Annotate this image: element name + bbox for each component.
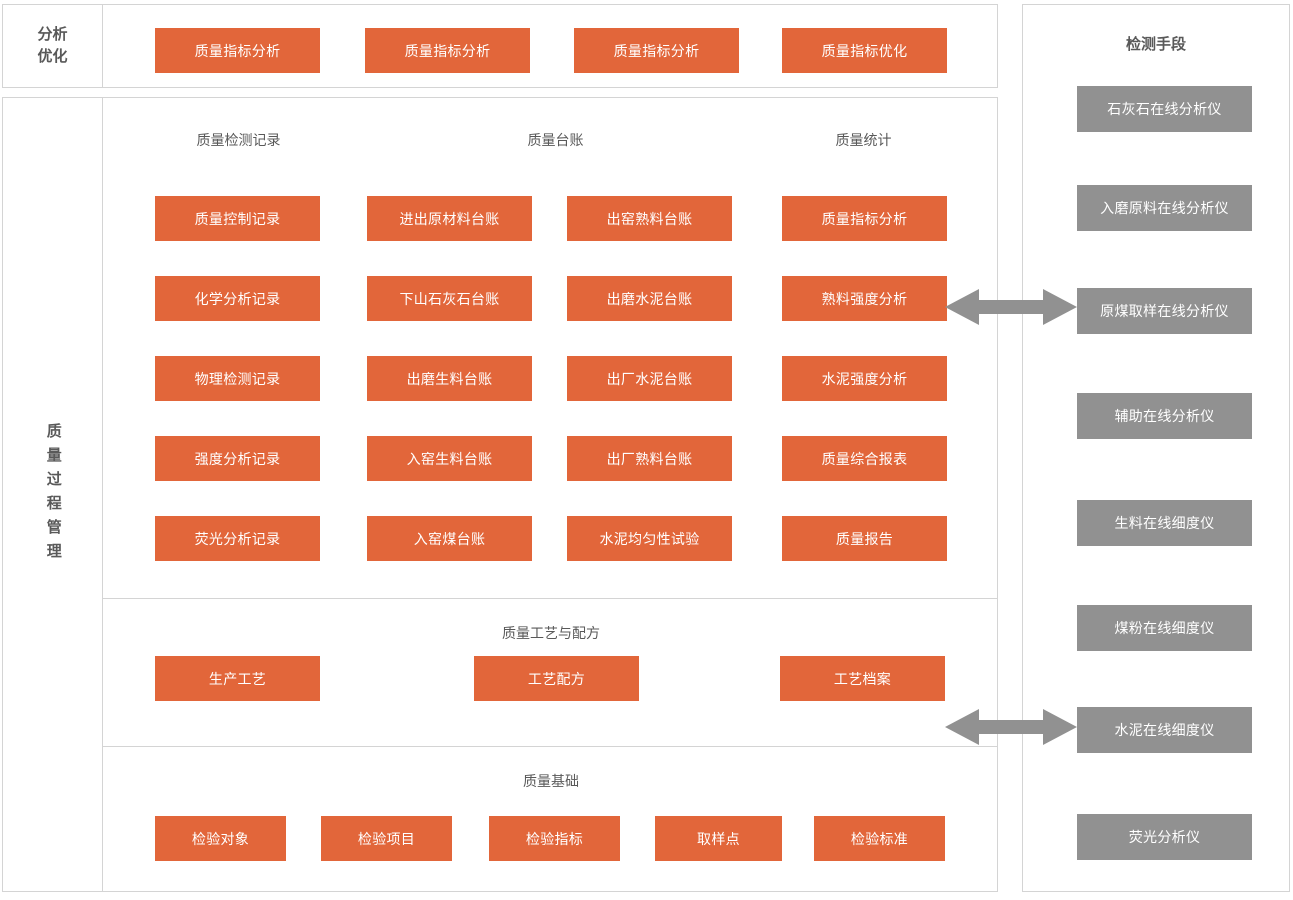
ledger2-box-3[interactable]: 出厂水泥台账 — [567, 356, 732, 401]
analysis-label-line1: 分析 — [37, 26, 68, 44]
detection-box-4[interactable]: 辅助在线分析仪 — [1077, 393, 1252, 439]
foundation-box-5[interactable]: 检验标准 — [814, 816, 945, 861]
detection-box-8[interactable]: 荧光分析仪 — [1077, 814, 1252, 860]
column-title-inspection-records: 质量检测记录 — [196, 132, 281, 148]
foundation-box-3[interactable]: 检验指标 — [489, 816, 620, 861]
divider-process — [103, 598, 997, 599]
stat-box-2[interactable]: 熟料强度分析 — [782, 276, 947, 321]
detection-box-2[interactable]: 入磨原料在线分析仪 — [1077, 185, 1252, 231]
detection-means-panel: 检测手段 石灰石在线分析仪 入磨原料在线分析仪 原煤取样在线分析仪 辅助在线分析… — [1022, 4, 1290, 892]
detection-box-3[interactable]: 原煤取样在线分析仪 — [1077, 288, 1252, 334]
ledger-box-1[interactable]: 进出原材料台账 — [367, 196, 532, 241]
column-title-statistics: 质量统计 — [835, 132, 892, 148]
column-title-ledger: 质量台账 — [527, 132, 584, 148]
detection-box-1[interactable]: 石灰石在线分析仪 — [1077, 86, 1252, 132]
ledger2-box-4[interactable]: 出厂熟料台账 — [567, 436, 732, 481]
record-box-5[interactable]: 荧光分析记录 — [155, 516, 320, 561]
analysis-optimization-label: 分析 优化 — [3, 5, 103, 87]
detection-box-6[interactable]: 煤粉在线细度仪 — [1077, 605, 1252, 651]
section-title-foundation: 质量基础 — [523, 773, 579, 789]
divider-foundation — [103, 746, 997, 747]
stat-box-4[interactable]: 质量综合报表 — [782, 436, 947, 481]
ledger2-box-2[interactable]: 出磨水泥台账 — [567, 276, 732, 321]
foundation-box-1[interactable]: 检验对象 — [155, 816, 286, 861]
foundation-box-4[interactable]: 取样点 — [655, 816, 782, 861]
process-box-2[interactable]: 工艺配方 — [474, 656, 639, 701]
record-box-4[interactable]: 强度分析记录 — [155, 436, 320, 481]
upper-bidirectional-arrow-icon — [945, 289, 1077, 325]
record-box-1[interactable]: 质量控制记录 — [155, 196, 320, 241]
process-box-3[interactable]: 工艺档案 — [780, 656, 945, 701]
detection-box-5[interactable]: 生料在线细度仪 — [1077, 500, 1252, 546]
ledger2-box-5[interactable]: 水泥均匀性试验 — [567, 516, 732, 561]
ledger-box-4[interactable]: 入窑生料台账 — [367, 436, 532, 481]
ledger2-box-1[interactable]: 出窑熟料台账 — [567, 196, 732, 241]
ledger-box-5[interactable]: 入窑煤台账 — [367, 516, 532, 561]
quality-process-management-label: 质量过程管理 — [3, 98, 103, 891]
top-box-1[interactable]: 质量指标分析 — [155, 28, 320, 73]
top-box-4[interactable]: 质量指标优化 — [782, 28, 947, 73]
top-box-2[interactable]: 质量指标分析 — [365, 28, 530, 73]
process-box-1[interactable]: 生产工艺 — [155, 656, 320, 701]
ledger-box-2[interactable]: 下山石灰石台账 — [367, 276, 532, 321]
analysis-optimization-panel: 分析 优化 质量指标分析 质量指标分析 质量指标分析 质量指标优化 — [2, 4, 998, 88]
stat-box-3[interactable]: 水泥强度分析 — [782, 356, 947, 401]
ledger-box-3[interactable]: 出磨生料台账 — [367, 356, 532, 401]
foundation-box-2[interactable]: 检验项目 — [321, 816, 452, 861]
stat-box-5[interactable]: 质量报告 — [782, 516, 947, 561]
top-box-3[interactable]: 质量指标分析 — [574, 28, 739, 73]
stat-box-1[interactable]: 质量指标分析 — [782, 196, 947, 241]
record-box-3[interactable]: 物理检测记录 — [155, 356, 320, 401]
analysis-label-line2: 优化 — [37, 48, 68, 65]
detection-box-7[interactable]: 水泥在线细度仪 — [1077, 707, 1252, 753]
record-box-2[interactable]: 化学分析记录 — [155, 276, 320, 321]
side-label-text: 质量过程管理 — [44, 422, 62, 567]
detection-means-title: 检测手段 — [1125, 36, 1186, 53]
section-title-process-formula: 质量工艺与配方 — [502, 625, 600, 641]
lower-bidirectional-arrow-icon — [945, 709, 1077, 745]
quality-process-management-panel: 质量过程管理 质量检测记录 质量台账 质量统计 质量控制记录 化学分析记录 物理… — [2, 97, 998, 892]
